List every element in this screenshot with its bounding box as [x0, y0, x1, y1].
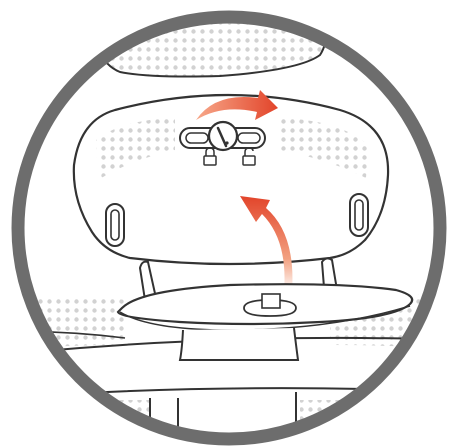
dial-knob-icon [209, 122, 237, 150]
slot-right [350, 194, 368, 236]
slot-left [106, 204, 124, 246]
center-column [180, 328, 298, 360]
